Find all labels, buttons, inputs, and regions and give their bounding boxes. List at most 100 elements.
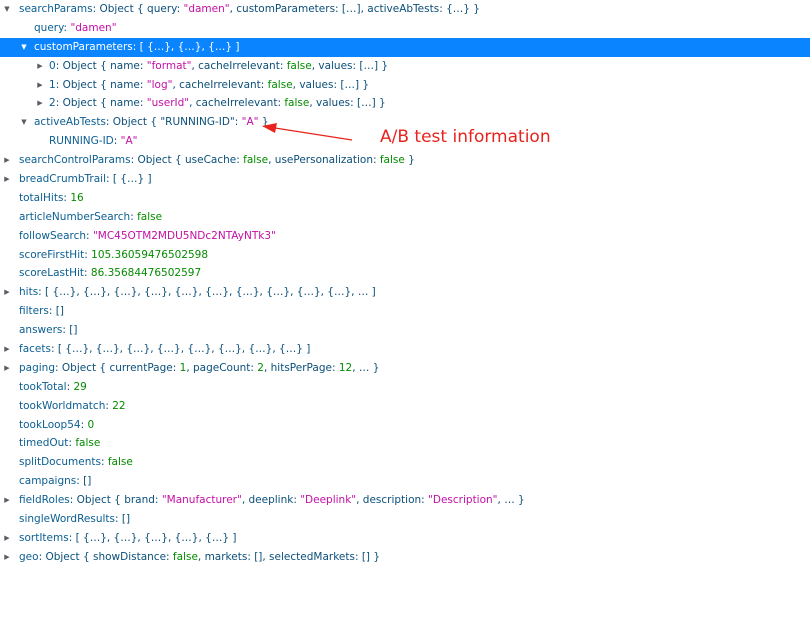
expanded-twisty-icon[interactable]: ▼: [4, 5, 10, 13]
tree-row-label: 0: Object { name: "format", cacheIrrelev…: [49, 57, 388, 76]
tree-row[interactable]: ▼ activeAbTests: Object { "RUNNING-ID": "…: [0, 113, 810, 132]
property-key: tookTotal: [19, 380, 67, 393]
property-value: 22: [112, 399, 126, 412]
property-value: , deeplink:: [241, 494, 301, 507]
property-key: totalHits: [19, 191, 64, 204]
property-value: , cacheIrrelevant:: [172, 78, 268, 91]
property-value: :: [113, 135, 121, 148]
tree-row-label: followSearch: "MC45OTM2MDU5NDc2NTAyNTk3": [19, 227, 276, 246]
property-key: scoreLastHit: [19, 267, 85, 280]
tree-row[interactable]: followSearch: "MC45OTM2MDU5NDc2NTAyNTk3": [0, 227, 810, 246]
property-value: , hitsPerPage:: [263, 361, 339, 374]
property-value: false: [379, 154, 405, 167]
tree-row-label: query: "damen": [34, 19, 117, 38]
collapsed-twisty-icon[interactable]: ▶: [4, 175, 10, 184]
property-value: 12: [338, 361, 353, 374]
tree-row[interactable]: campaigns: []: [0, 472, 810, 491]
property-value: , pageCount:: [186, 361, 258, 374]
tree-row-label: breadCrumbTrail: [ {…} ]: [19, 170, 152, 189]
property-value: : Object { name:: [55, 78, 147, 91]
property-value: false: [137, 210, 163, 223]
tree-row[interactable]: ▶ hits: [ {…}, {…}, {…}, {…}, {…}, {…}, {…: [0, 283, 810, 302]
property-value: :: [63, 21, 71, 34]
tree-row[interactable]: ▶searchControlParams: Object { useCache:…: [0, 151, 810, 170]
tree-row[interactable]: ▶sortItems: [ {…}, {…}, {…}, {…}, {…} ]: [0, 529, 810, 548]
property-value: : Object { "RUNNING-ID":: [105, 116, 242, 129]
collapsed-twisty-icon[interactable]: ▶: [37, 61, 43, 70]
tree-row[interactable]: ▶fieldRoles: Object { brand: "Manufactur…: [0, 491, 810, 510]
property-value: false: [243, 154, 269, 167]
property-value: false: [75, 437, 101, 450]
collapsed-twisty-icon[interactable]: ▶: [4, 288, 10, 297]
property-value: : [ {…}, {…}, {…}, {…}, {…}, {…}, {…}, {…: [50, 343, 311, 356]
property-key: 0: [49, 59, 56, 72]
property-value: , cacheIrrelevant:: [189, 97, 285, 110]
property-value: false: [267, 78, 293, 91]
collapsed-twisty-icon[interactable]: ▶: [4, 552, 10, 561]
tree-row[interactable]: scoreFirstHit: 105.36059476502598: [0, 246, 810, 265]
collapsed-twisty-icon[interactable]: ▶: [4, 363, 10, 372]
tree-row[interactable]: ▼searchParams: Object { query: "damen", …: [0, 0, 810, 19]
property-value: false: [172, 550, 198, 563]
tree-row[interactable]: ▶geo: Object { showDistance: false, mark…: [0, 548, 810, 567]
collapsed-twisty-icon[interactable]: ▶: [4, 345, 10, 354]
tree-row[interactable]: articleNumberSearch: false: [0, 208, 810, 227]
tree-row[interactable]: ▶paging: Object { currentPage: 1, pageCo…: [0, 359, 810, 378]
property-value: :: [130, 210, 138, 223]
property-key: 1: [49, 78, 56, 91]
tree-row-label: singleWordResults: []: [19, 510, 130, 529]
tree-row[interactable]: ▶ 0: Object { name: "format", cacheIrrele…: [0, 57, 810, 76]
tree-row[interactable]: scoreLastHit: 86.35684476502597: [0, 264, 810, 283]
property-value: "MC45OTM2MDU5NDc2NTAyNTk3": [92, 229, 276, 242]
tree-row-label: RUNNING-ID: "A": [49, 132, 137, 151]
tree-row[interactable]: ▼customParameters: [ {…}, {…}, {…} ]: [0, 37, 810, 57]
expanded-twisty-icon[interactable]: ▼: [21, 118, 27, 127]
collapsed-twisty-icon[interactable]: ▶: [4, 533, 10, 542]
collapsed-twisty-icon[interactable]: ▶: [4, 156, 10, 165]
collapsed-twisty-icon[interactable]: ▶: [37, 80, 43, 89]
tree-row[interactable]: singleWordResults: []: [0, 510, 810, 529]
tree-row-label: activeAbTests: Object { "RUNNING-ID": "A…: [34, 113, 269, 132]
tree-row[interactable]: answers: []: [0, 321, 810, 340]
property-value: 86.35684476502597: [90, 267, 202, 280]
property-key: sortItems: [19, 531, 69, 544]
tree-row[interactable]: tookTotal: 29: [0, 378, 810, 397]
property-value: "Manufacturer": [161, 494, 242, 507]
tree-row[interactable]: ▶1: Object { name: "log", cacheIrrelevan…: [0, 76, 810, 95]
collapsed-twisty-icon[interactable]: ▶: [4, 496, 10, 505]
property-value: :: [80, 418, 88, 431]
tree-row-label: hits: [ {…}, {…}, {…}, {…}, {…}, {…}, {……: [19, 283, 376, 302]
tree-row[interactable]: query: "damen": [0, 19, 810, 38]
property-value: : Object { currentPage:: [55, 361, 180, 374]
tree-row[interactable]: totalHits: 16: [0, 189, 810, 208]
property-value: , values: […] }: [292, 78, 370, 91]
tree-row[interactable]: ▶facets: [ {…}, {…}, {…}, {…}, {…}, {…},…: [0, 340, 810, 359]
tree-row[interactable]: tookLoop54: 0: [0, 416, 810, 435]
tree-row[interactable]: RUNNING-ID: "A": [0, 132, 810, 151]
property-value: : [ {…}, {…}, {…}, {…}, {…}, {…}, {…}, {…: [38, 286, 376, 299]
tree-row[interactable]: splitDocuments: false: [0, 453, 810, 472]
property-key: filters: [19, 305, 49, 318]
property-key: searchControlParams: [19, 154, 131, 167]
property-key: campaigns: [19, 475, 77, 488]
property-value: 29: [73, 380, 87, 393]
tree-row-label: splitDocuments: false: [19, 453, 133, 472]
property-value: : [ {…} ]: [105, 173, 152, 186]
property-value: , values: […] }: [309, 97, 386, 110]
tree-row[interactable]: tookWorldmatch: 22: [0, 397, 810, 416]
tree-row[interactable]: ▶2: Object { name: "userId", cacheIrrele…: [0, 94, 810, 113]
tree-row-label: timedOut: false: [19, 434, 100, 453]
tree-row[interactable]: ▶ breadCrumbTrail: [ {…} ]: [0, 170, 810, 189]
tree-row[interactable]: filters: []: [0, 302, 810, 321]
property-value: "userId": [146, 97, 190, 110]
property-value: :: [63, 191, 71, 204]
collapsed-twisty-icon[interactable]: ▶: [37, 99, 43, 108]
property-key: breadCrumbTrail: [19, 173, 106, 186]
arrow-head: [262, 123, 277, 133]
property-value: : []: [76, 475, 92, 488]
property-value: , description:: [356, 494, 429, 507]
property-value: : Object { name:: [55, 59, 147, 72]
expanded-twisty-icon[interactable]: ▼: [21, 42, 27, 51]
property-value: , values: […] }: [311, 59, 389, 72]
tree-row[interactable]: timedOut: false: [0, 434, 810, 453]
